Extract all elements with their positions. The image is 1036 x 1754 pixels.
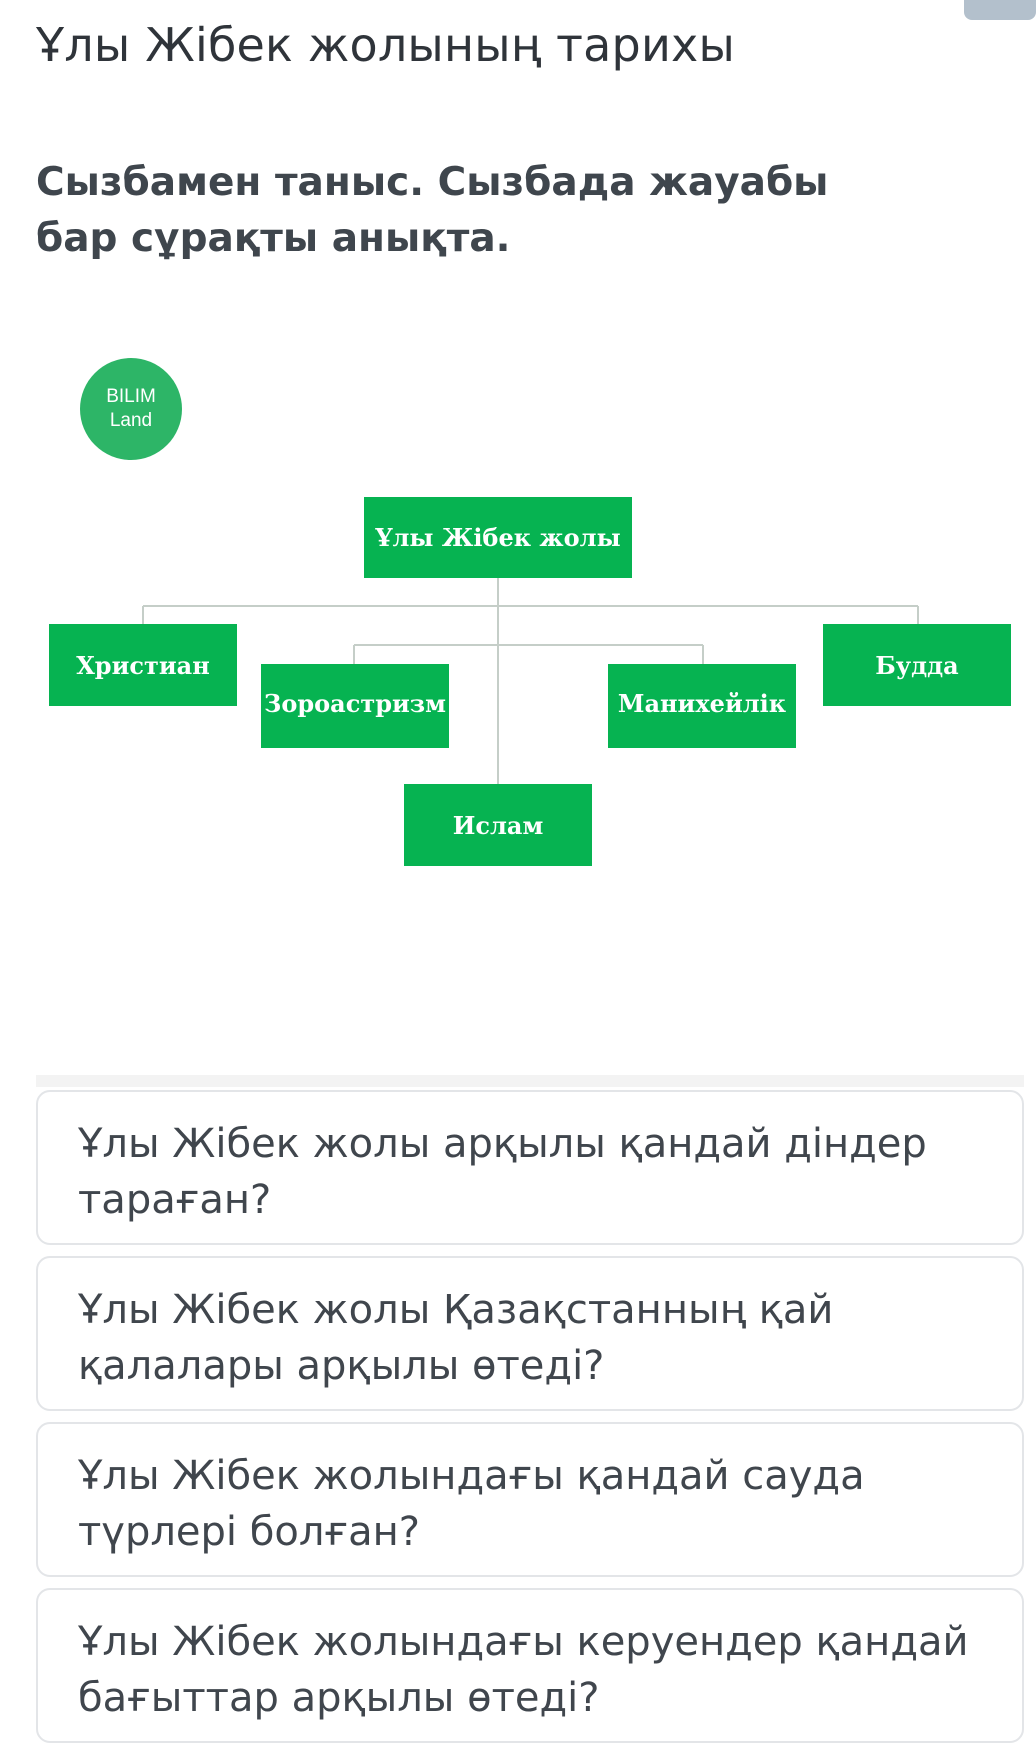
- diagram-connectors: [142, 578, 919, 784]
- section-divider: [36, 1075, 1024, 1087]
- answer-options: Ұлы Жібек жолы арқылы қандай діндер тара…: [36, 1090, 1024, 1754]
- question-text: Сызбамен таныс. Сызбада жауабы бар сұрақ…: [36, 160, 829, 261]
- answer-option-4[interactable]: Ұлы Жібек жолындағы керуендер қандай бағ…: [36, 1588, 1024, 1743]
- node-silk-road: Ұлы Жібек жолы: [364, 497, 632, 578]
- top-right-tab[interactable]: [964, 0, 1036, 20]
- bilimland-logo: BILIM Land: [80, 358, 182, 460]
- node-zoroastrianism: Зороастризм: [261, 664, 449, 748]
- node-christian: Христиан: [49, 624, 237, 706]
- diagram-image: BILIM Land Ұлы Жібек жолы Христиан Будда…: [0, 340, 1036, 900]
- node-buddhism: Будда: [823, 624, 1011, 706]
- node-islam: Ислам: [404, 784, 592, 866]
- logo-line-1: BILIM: [106, 386, 156, 407]
- answer-option-2[interactable]: Ұлы Жібек жолы Қазақстанның қай қалалары…: [36, 1256, 1024, 1411]
- node-manichaeism: Манихейлік: [608, 664, 796, 748]
- logo-line-2: Land: [109, 410, 153, 431]
- answer-option-1[interactable]: Ұлы Жібек жолы арқылы қандай діндер тара…: [36, 1090, 1024, 1245]
- answer-option-3[interactable]: Ұлы Жібек жолындағы қандай сауда түрлері…: [36, 1422, 1024, 1577]
- page-title: Ұлы Жібек жолының тарихы: [36, 18, 735, 72]
